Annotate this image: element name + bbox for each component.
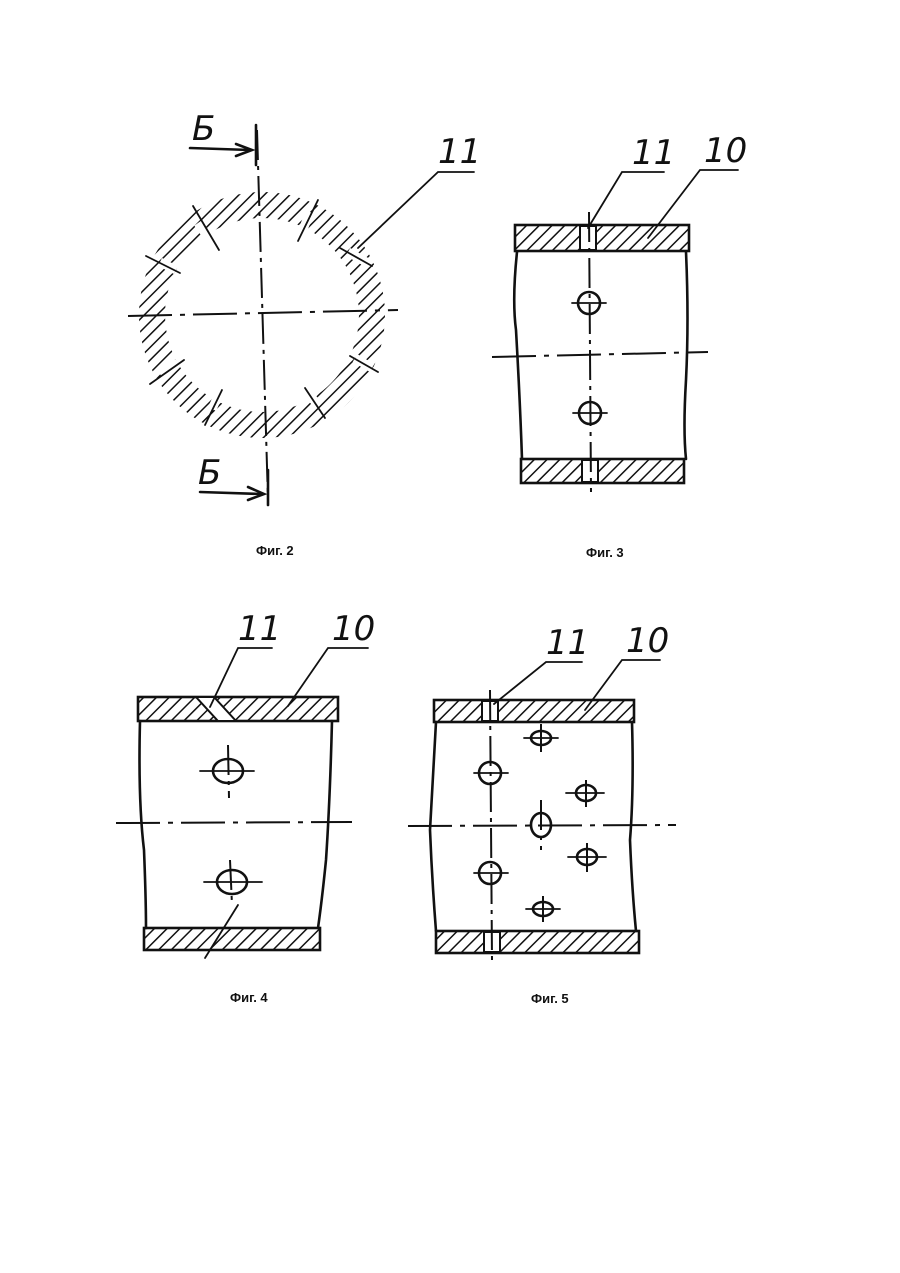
figure-4: 11 10 <box>116 609 375 958</box>
hole-upper <box>200 745 254 798</box>
hole-lower <box>204 860 262 905</box>
leader-10-fig5: 10 <box>585 621 669 710</box>
right-contour <box>685 252 688 459</box>
leader-label-10: 10 <box>704 131 747 171</box>
figure-2: Б Б 11 <box>128 109 481 505</box>
section-line <box>257 130 268 500</box>
horizontal-centerline <box>492 352 708 357</box>
leader-11-fig2: 11 <box>358 132 481 248</box>
right-contour <box>630 722 636 931</box>
leader-11-fig4: 11 <box>210 609 281 707</box>
caption-fig-3: Фиг. 3 <box>586 545 624 560</box>
bottom-wall-section <box>521 459 684 483</box>
right-contour <box>318 721 332 928</box>
leader-label-11: 11 <box>546 623 589 663</box>
leader-10-fig4: 10 <box>288 609 375 706</box>
hole-bottom-small <box>526 896 560 922</box>
top-wall-section <box>515 225 689 251</box>
section-mark-top: Б <box>190 109 256 165</box>
leader-label-11: 11 <box>438 132 481 172</box>
leader-label-10: 10 <box>626 621 669 661</box>
leader-label-10: 10 <box>332 609 375 649</box>
horizontal-centerline <box>116 822 352 823</box>
left-contour <box>140 721 147 928</box>
section-letter-top: Б <box>192 109 215 149</box>
figure-3: 11 10 <box>492 131 747 492</box>
hole-right-lower <box>568 843 606 872</box>
section-letter-bottom: Б <box>198 453 221 493</box>
hole-top-small <box>524 724 558 752</box>
top-wall-section <box>138 697 338 721</box>
leader-label-11: 11 <box>632 133 675 173</box>
caption-fig-4: Фиг. 4 <box>230 990 268 1005</box>
hole-right-upper <box>566 780 604 807</box>
top-wall-section <box>434 700 634 722</box>
figure-5: 11 10 <box>408 621 676 960</box>
caption-fig-2: Фиг. 2 <box>256 543 294 558</box>
leader-label-11: 11 <box>238 609 281 649</box>
caption-fig-5: Фиг. 5 <box>531 991 569 1006</box>
bottom-wall-section <box>436 931 639 953</box>
leader-11-fig5: 11 <box>494 623 589 704</box>
top-wall-hole <box>580 226 596 250</box>
hole-axis <box>589 212 591 492</box>
leader-11-fig3: 11 <box>588 133 675 228</box>
bottom-wall-section <box>144 928 320 950</box>
section-mark-bottom: Б <box>198 453 268 505</box>
